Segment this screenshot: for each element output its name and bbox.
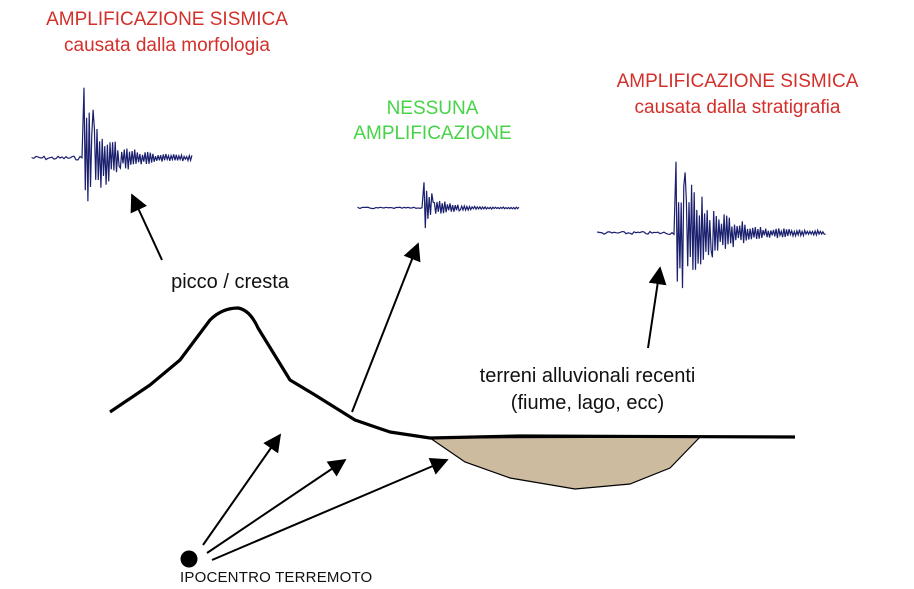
stratigraphy-amplification-title: AMPLIFICAZIONE SISMICA: [616, 71, 859, 92]
morphology-amplification-subtitle: causata dalla morfologia: [64, 35, 270, 56]
peak-crest-label: picco / cresta: [171, 271, 289, 293]
arrow-to-stratigraphy-seismogram: [647, 266, 667, 349]
seismic-ray-to-peak: [202, 433, 282, 546]
stratigraphy-amplification-subtitle: causata dalla stratigrafia: [634, 97, 841, 118]
seismic-ray-to-basin: [211, 458, 449, 561]
ground-profile: [109, 306, 796, 440]
seismogram-trace: [357, 182, 520, 229]
hypocenter-dot: [180, 550, 198, 568]
no-amplification-line1: NESSUNA: [386, 98, 479, 119]
arrow-to-no-amplification-seismogram: [351, 242, 421, 413]
alluvial-soils-label-line2: (fiume, lago, ecc): [510, 392, 665, 414]
morphology-amplification-title: AMPLIFICAZIONE SISMICA: [46, 9, 288, 30]
no-amplification-line2: AMPLIFICAZIONE: [353, 123, 512, 144]
seismogram-trace: [597, 161, 826, 289]
seismogram-trace: [31, 87, 193, 202]
hypocenter-label: IPOCENTRO TERREMOTO: [180, 569, 373, 586]
seismogram-morphology: [31, 87, 193, 202]
seismic-ray-to-slope: [206, 458, 347, 554]
alluvial-basin: [428, 436, 702, 490]
alluvial-soils-label-line1: terreni alluvionali recenti: [479, 365, 696, 387]
arrow-to-morphology-seismogram: [130, 193, 163, 261]
seismogram-no-amplification: [357, 182, 520, 229]
seismogram-stratigraphy: [597, 161, 826, 289]
